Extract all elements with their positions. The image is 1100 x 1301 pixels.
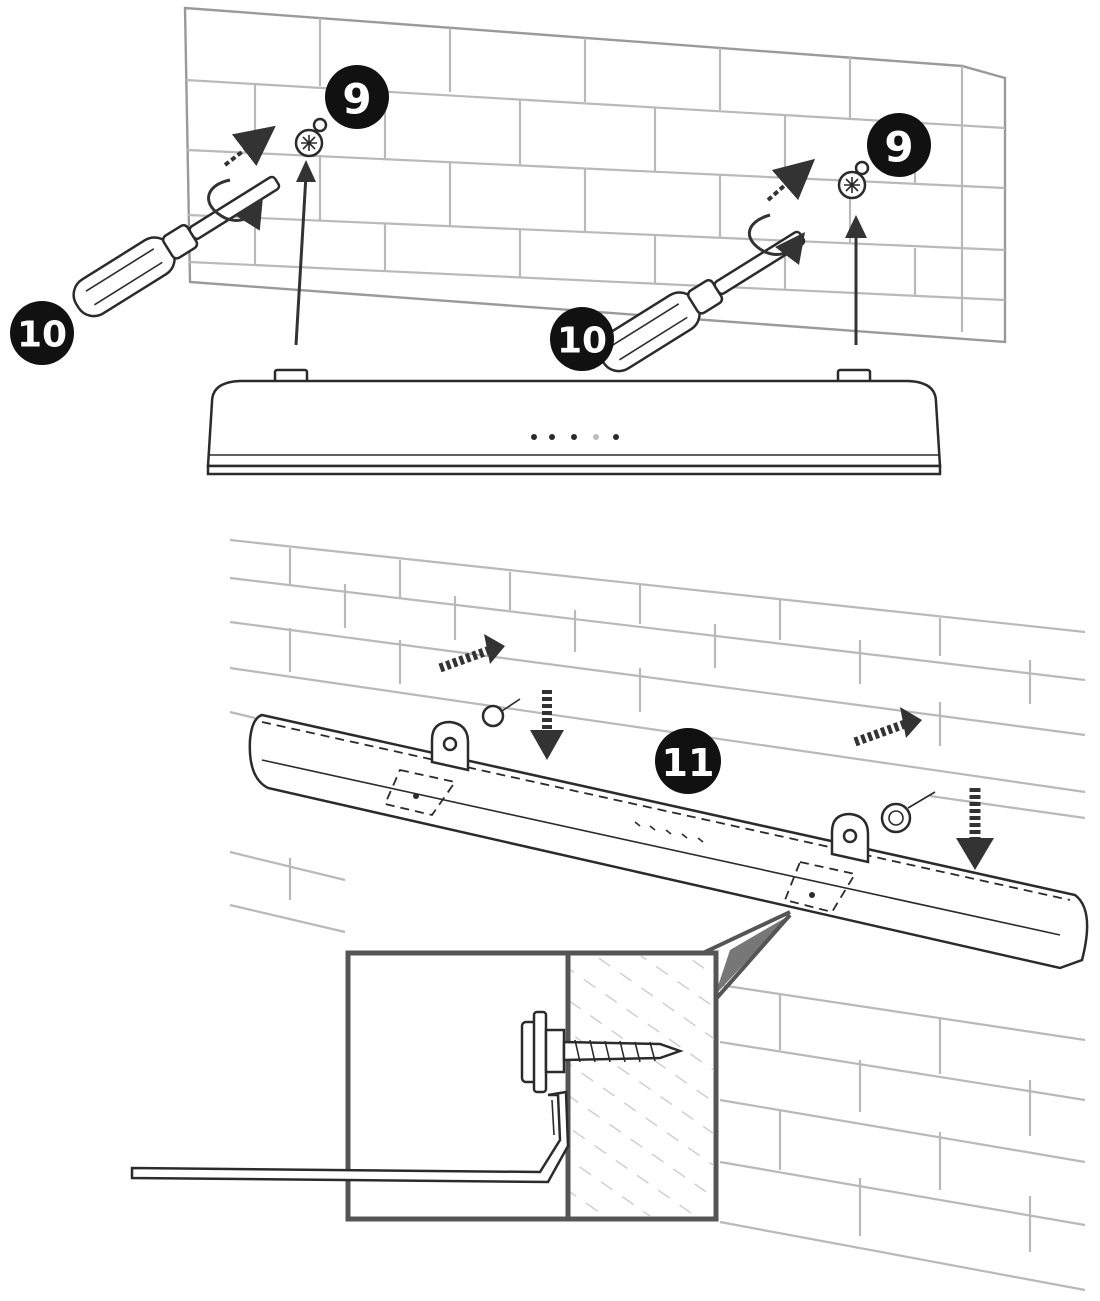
arrow-down-icon bbox=[956, 788, 994, 870]
arrow-down-icon bbox=[530, 690, 564, 760]
badge-label: 10 bbox=[557, 321, 607, 362]
top-brick-wall bbox=[183, 6, 1007, 344]
step-badge-9-right: 9 bbox=[867, 113, 931, 177]
mounting-detail-inset bbox=[130, 910, 792, 1222]
wall-bracket bbox=[383, 720, 470, 817]
screw-icon bbox=[294, 117, 328, 158]
screw-icon bbox=[880, 791, 936, 834]
arrow-right-icon bbox=[438, 634, 505, 673]
badge-label: 9 bbox=[884, 123, 913, 172]
rotation-arrow-icon bbox=[747, 158, 816, 266]
step-badge-10-left: 10 bbox=[10, 301, 74, 365]
arrow-up-icon bbox=[294, 160, 316, 346]
screw-icon bbox=[481, 698, 521, 728]
step-badge-9-left: 9 bbox=[325, 65, 389, 129]
bottom-brick-wall bbox=[229, 538, 1086, 1292]
screwdriver-icon bbox=[597, 230, 806, 373]
step-badge-11: 11 bbox=[655, 728, 721, 794]
screw-icon bbox=[520, 1010, 684, 1094]
arrow-right-icon bbox=[853, 707, 922, 747]
wall-bracket bbox=[783, 812, 870, 914]
screw-icon bbox=[837, 160, 870, 200]
soundbar-mounted-view bbox=[248, 713, 1089, 970]
arrow-up-icon bbox=[845, 215, 867, 345]
step-badge-10-right: 10 bbox=[550, 307, 614, 371]
rotation-arrow-icon bbox=[207, 125, 276, 231]
badge-label: 11 bbox=[662, 741, 715, 785]
soundbar-front-view bbox=[206, 368, 942, 476]
badge-label: 9 bbox=[342, 75, 371, 124]
badge-label: 10 bbox=[17, 315, 67, 356]
